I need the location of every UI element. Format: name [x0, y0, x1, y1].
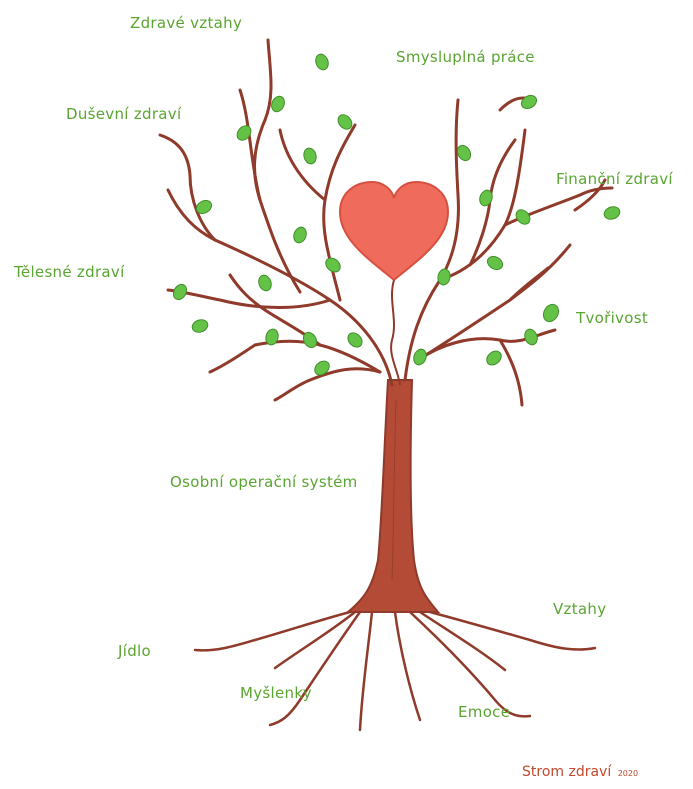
label-creativity: Tvořivost	[576, 309, 648, 327]
label-emotions: Emoce	[458, 703, 510, 721]
heart	[340, 182, 448, 385]
label-meaningful-work: Smysluplná práce	[396, 48, 535, 66]
label-relationships: Vztahy	[553, 600, 606, 618]
label-thoughts: Myšlenky	[240, 684, 312, 702]
label-mental-health: Duševní zdraví	[66, 105, 181, 123]
label-food: Jídlo	[118, 642, 151, 660]
tree-roots	[195, 612, 595, 730]
label-healthy-relationships: Zdravé vztahy	[130, 14, 242, 32]
label-operating-system: Osobní operační systém	[170, 473, 358, 491]
signature-title: Strom zdraví	[522, 764, 611, 780]
label-physical-health: Tělesné zdraví	[14, 263, 125, 281]
label-financial-health: Finanční zdraví	[556, 170, 673, 188]
signature: Strom zdraví 2020	[522, 764, 638, 780]
signature-year: 2020	[618, 769, 638, 778]
tree-trunk	[348, 380, 438, 612]
